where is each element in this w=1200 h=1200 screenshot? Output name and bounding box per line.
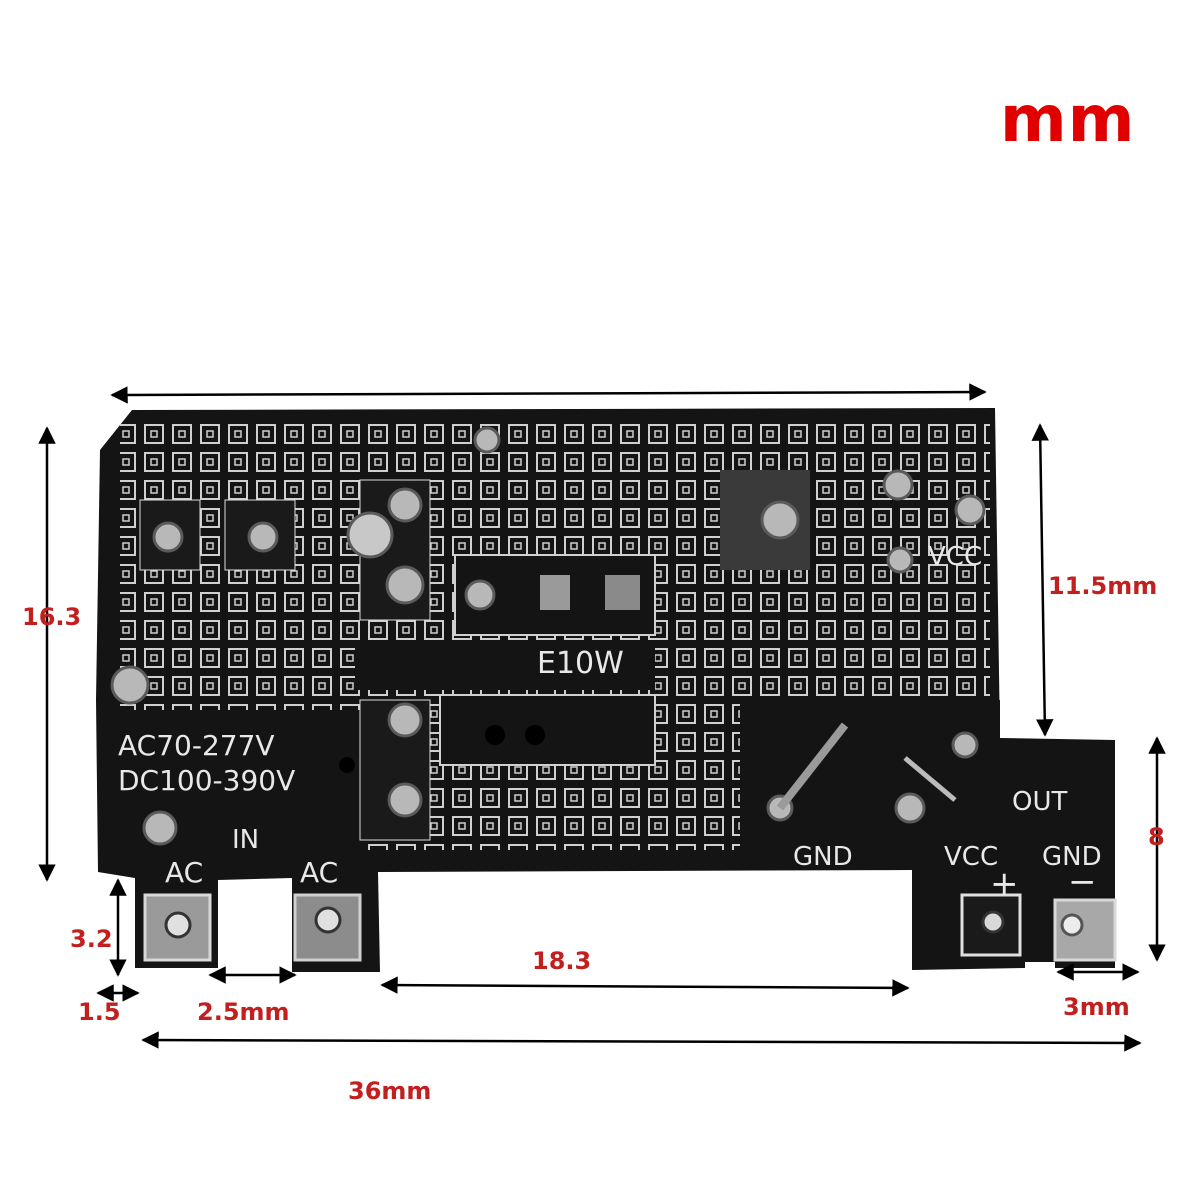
silk-ac-right: AC [300,856,338,889]
arrow-right-height [1031,423,1054,737]
mask-block-center [355,640,655,690]
silk-gnd-right: GND [1042,842,1102,872]
arrow-top-width [110,383,987,404]
pin-hole-ac-left [164,911,192,939]
dim-height-right: 11.5mm [1048,572,1158,600]
silk-vcc-bottom: VCC [944,842,998,872]
mask-block-left [100,710,360,870]
dim-height-total: 16.3 [22,603,82,631]
dim-pin-gap: 2.5mm [197,998,290,1026]
pin-hole-gnd-out [1060,913,1084,937]
chip-pad-2 [605,575,640,610]
mask-block-right [740,700,1000,870]
dim-width-total: 36mm [348,1077,432,1105]
pin-hole-ac-right [314,906,342,934]
dim-mid-gap: 18.3 [532,947,592,975]
mask-block-lower [439,694,656,766]
component-lead-right [903,756,957,802]
dim-height-out: 8 [1148,823,1165,851]
arrow-mid-gap [380,976,910,997]
silk-plus: + [990,864,1019,904]
pin-pad-ac-left [143,893,212,962]
silk-gnd-mid: GND [793,842,853,872]
dim-pin-edge: 1.5 [78,998,121,1026]
chip-pad-1 [540,575,570,610]
silk-input-voltage-ac: AC70-277V [118,729,275,762]
silk-model: E10W [537,646,624,681]
silk-out: OUT [1012,787,1067,817]
dim-pin-height: 3.2 [70,925,113,953]
silk-input-voltage-dc: DC100-390V [118,764,295,797]
silk-vcc-top: VCC [928,542,982,572]
silk-minus: − [1068,862,1097,902]
unit-title: mm [1000,83,1136,157]
pin-pad-ac-right [293,893,362,962]
vias [339,725,545,773]
dimension-arrows [38,383,1166,1052]
pin-hole-vcc-out [981,910,1005,934]
component-lead-left [776,722,849,811]
solder-joints [110,426,986,846]
silk-ac-left: AC [165,856,203,889]
dim-out-pad: 3mm [1063,993,1130,1021]
silk-in: IN [232,825,259,855]
arrow-total-width [141,1031,1142,1052]
